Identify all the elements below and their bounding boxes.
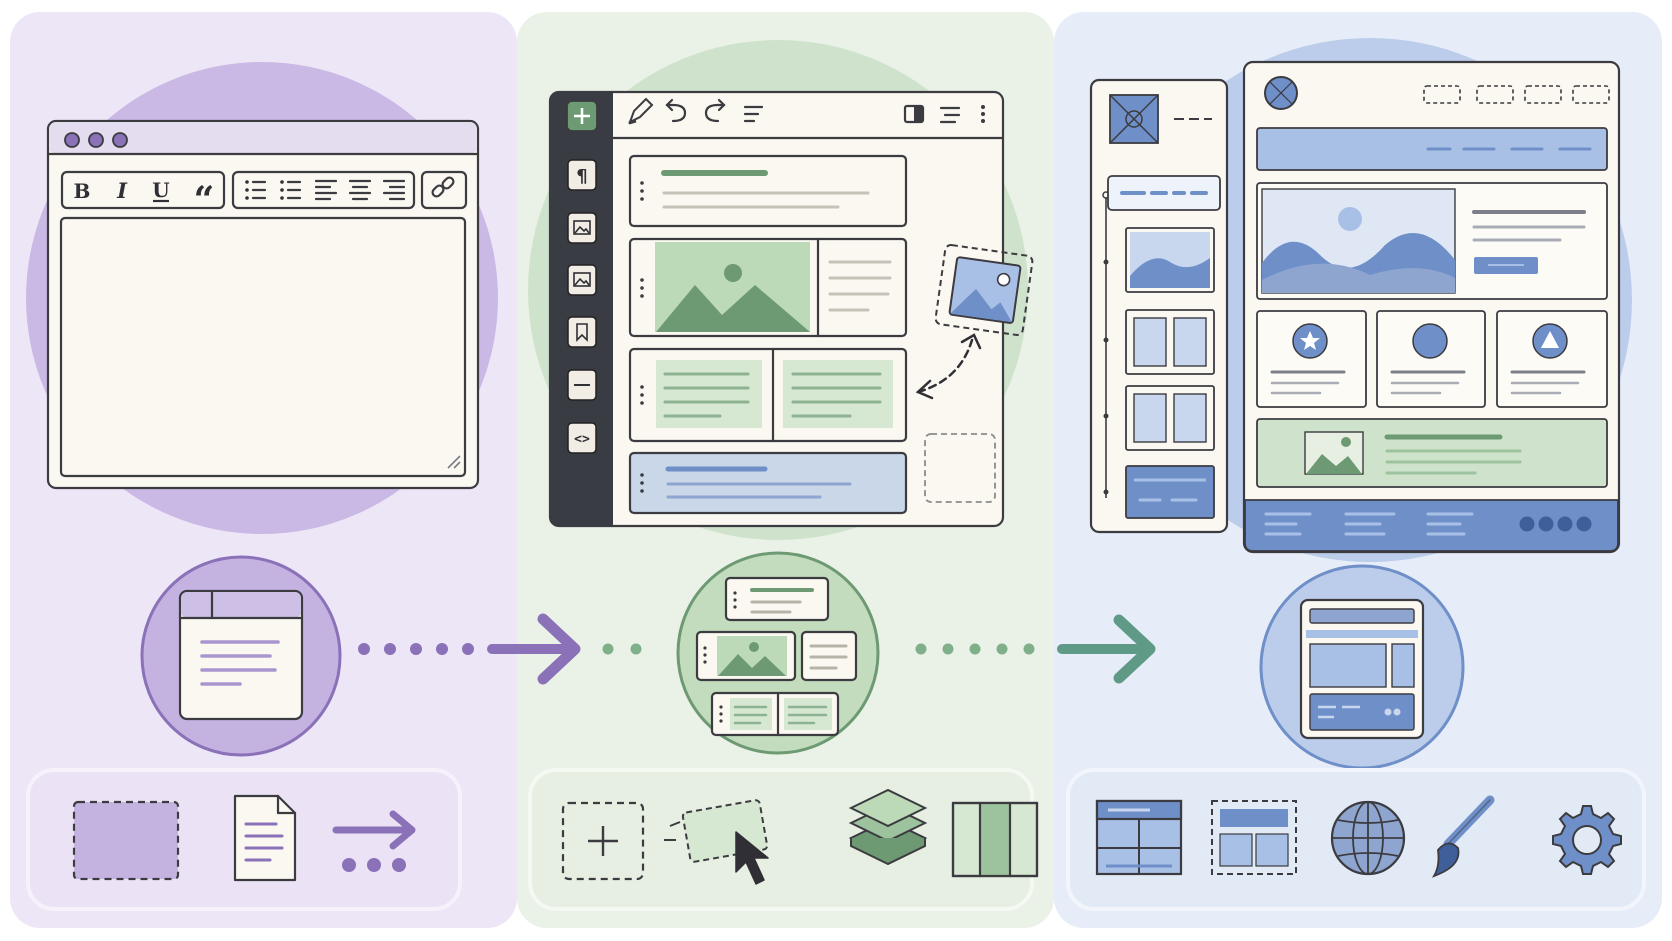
more-options-icon[interactable] (981, 105, 985, 123)
social-icon[interactable] (1538, 516, 1554, 532)
template-sidebar-panel (1089, 78, 1229, 534)
feature-card-star[interactable] (1256, 310, 1367, 408)
editor-content-area[interactable] (59, 216, 467, 478)
layout-icon (1095, 799, 1183, 876)
window-dot-icon (88, 132, 104, 148)
hero-section[interactable] (1256, 182, 1608, 300)
dragged-image-block[interactable] (934, 244, 1034, 336)
template-icon (1211, 800, 1297, 875)
site-template-badge (1259, 564, 1465, 770)
feature-card-circle[interactable] (1376, 310, 1486, 408)
link-icon[interactable] (431, 176, 455, 198)
separator-block-button[interactable] (567, 369, 597, 401)
align-left-button[interactable] (314, 179, 338, 201)
two-column-text-block[interactable] (628, 347, 908, 443)
dashed-rectangle-icon (72, 800, 180, 881)
tools-icon[interactable] (939, 106, 961, 124)
list-view-icon[interactable] (743, 105, 764, 123)
image-text-block[interactable] (628, 237, 908, 338)
pencil-icon[interactable] (628, 97, 654, 125)
code-block-label: <> (574, 432, 590, 447)
align-center-button[interactable] (348, 179, 372, 201)
numbered-list-button[interactable] (280, 180, 302, 200)
highlight-text-block[interactable] (628, 451, 908, 515)
site-footer-bar[interactable] (1244, 499, 1619, 552)
image-block-button[interactable] (567, 212, 597, 244)
paragraph-block-label: ¶ (576, 166, 587, 187)
bold-button[interactable]: B (74, 179, 91, 203)
resize-handle-icon[interactable] (447, 455, 461, 469)
redo-icon[interactable] (704, 98, 726, 123)
code-block-button[interactable]: <> (567, 422, 597, 454)
italic-button[interactable]: I (116, 178, 128, 203)
drop-target-placeholder[interactable] (924, 433, 996, 503)
classic-editor-window: B I U “ (46, 119, 480, 490)
paragraph-block-button[interactable]: ¶ (567, 159, 597, 191)
layers-icon (848, 788, 928, 866)
stage2-icon-tray (528, 768, 1039, 911)
document-icon (233, 794, 297, 882)
arrow-dots-icon (332, 810, 416, 872)
feature-card-triangle[interactable] (1496, 310, 1608, 408)
undo-icon[interactable] (665, 98, 687, 123)
drag-block-cursor-icon (664, 799, 769, 885)
heading-text-block[interactable] (628, 154, 908, 228)
stage1-icon-tray (26, 768, 462, 911)
quote-button[interactable]: “ (194, 179, 215, 221)
stage3-icon-tray (1066, 768, 1646, 911)
social-icon[interactable] (1519, 516, 1535, 532)
sidebar-toggle-icon[interactable] (903, 104, 925, 124)
block-editor-window: ¶ <> (548, 90, 1034, 528)
underline-button[interactable]: U (152, 178, 169, 202)
gear-icon (1552, 805, 1622, 875)
window-dot-icon (64, 132, 80, 148)
gallery-block-button[interactable] (567, 264, 597, 296)
bookmark-block-button[interactable] (567, 316, 597, 348)
drag-path-arrow (915, 333, 982, 400)
classic-document-badge (140, 555, 342, 757)
social-icon[interactable] (1557, 516, 1573, 532)
transition-arrow-1 (358, 613, 581, 685)
bulleted-list-button[interactable] (245, 180, 267, 200)
globe-icon (1330, 800, 1406, 876)
block-stack-badge (676, 551, 880, 755)
media-text-section[interactable] (1256, 418, 1608, 488)
add-block-icon (561, 801, 645, 881)
columns-icon (951, 801, 1039, 878)
social-icon[interactable] (1576, 516, 1592, 532)
site-canvas-window (1242, 60, 1621, 554)
window-dot-icon (112, 132, 128, 148)
align-right-button[interactable] (382, 179, 406, 201)
transition-arrow-2 (602, 614, 1156, 684)
brush-icon (1431, 795, 1495, 878)
